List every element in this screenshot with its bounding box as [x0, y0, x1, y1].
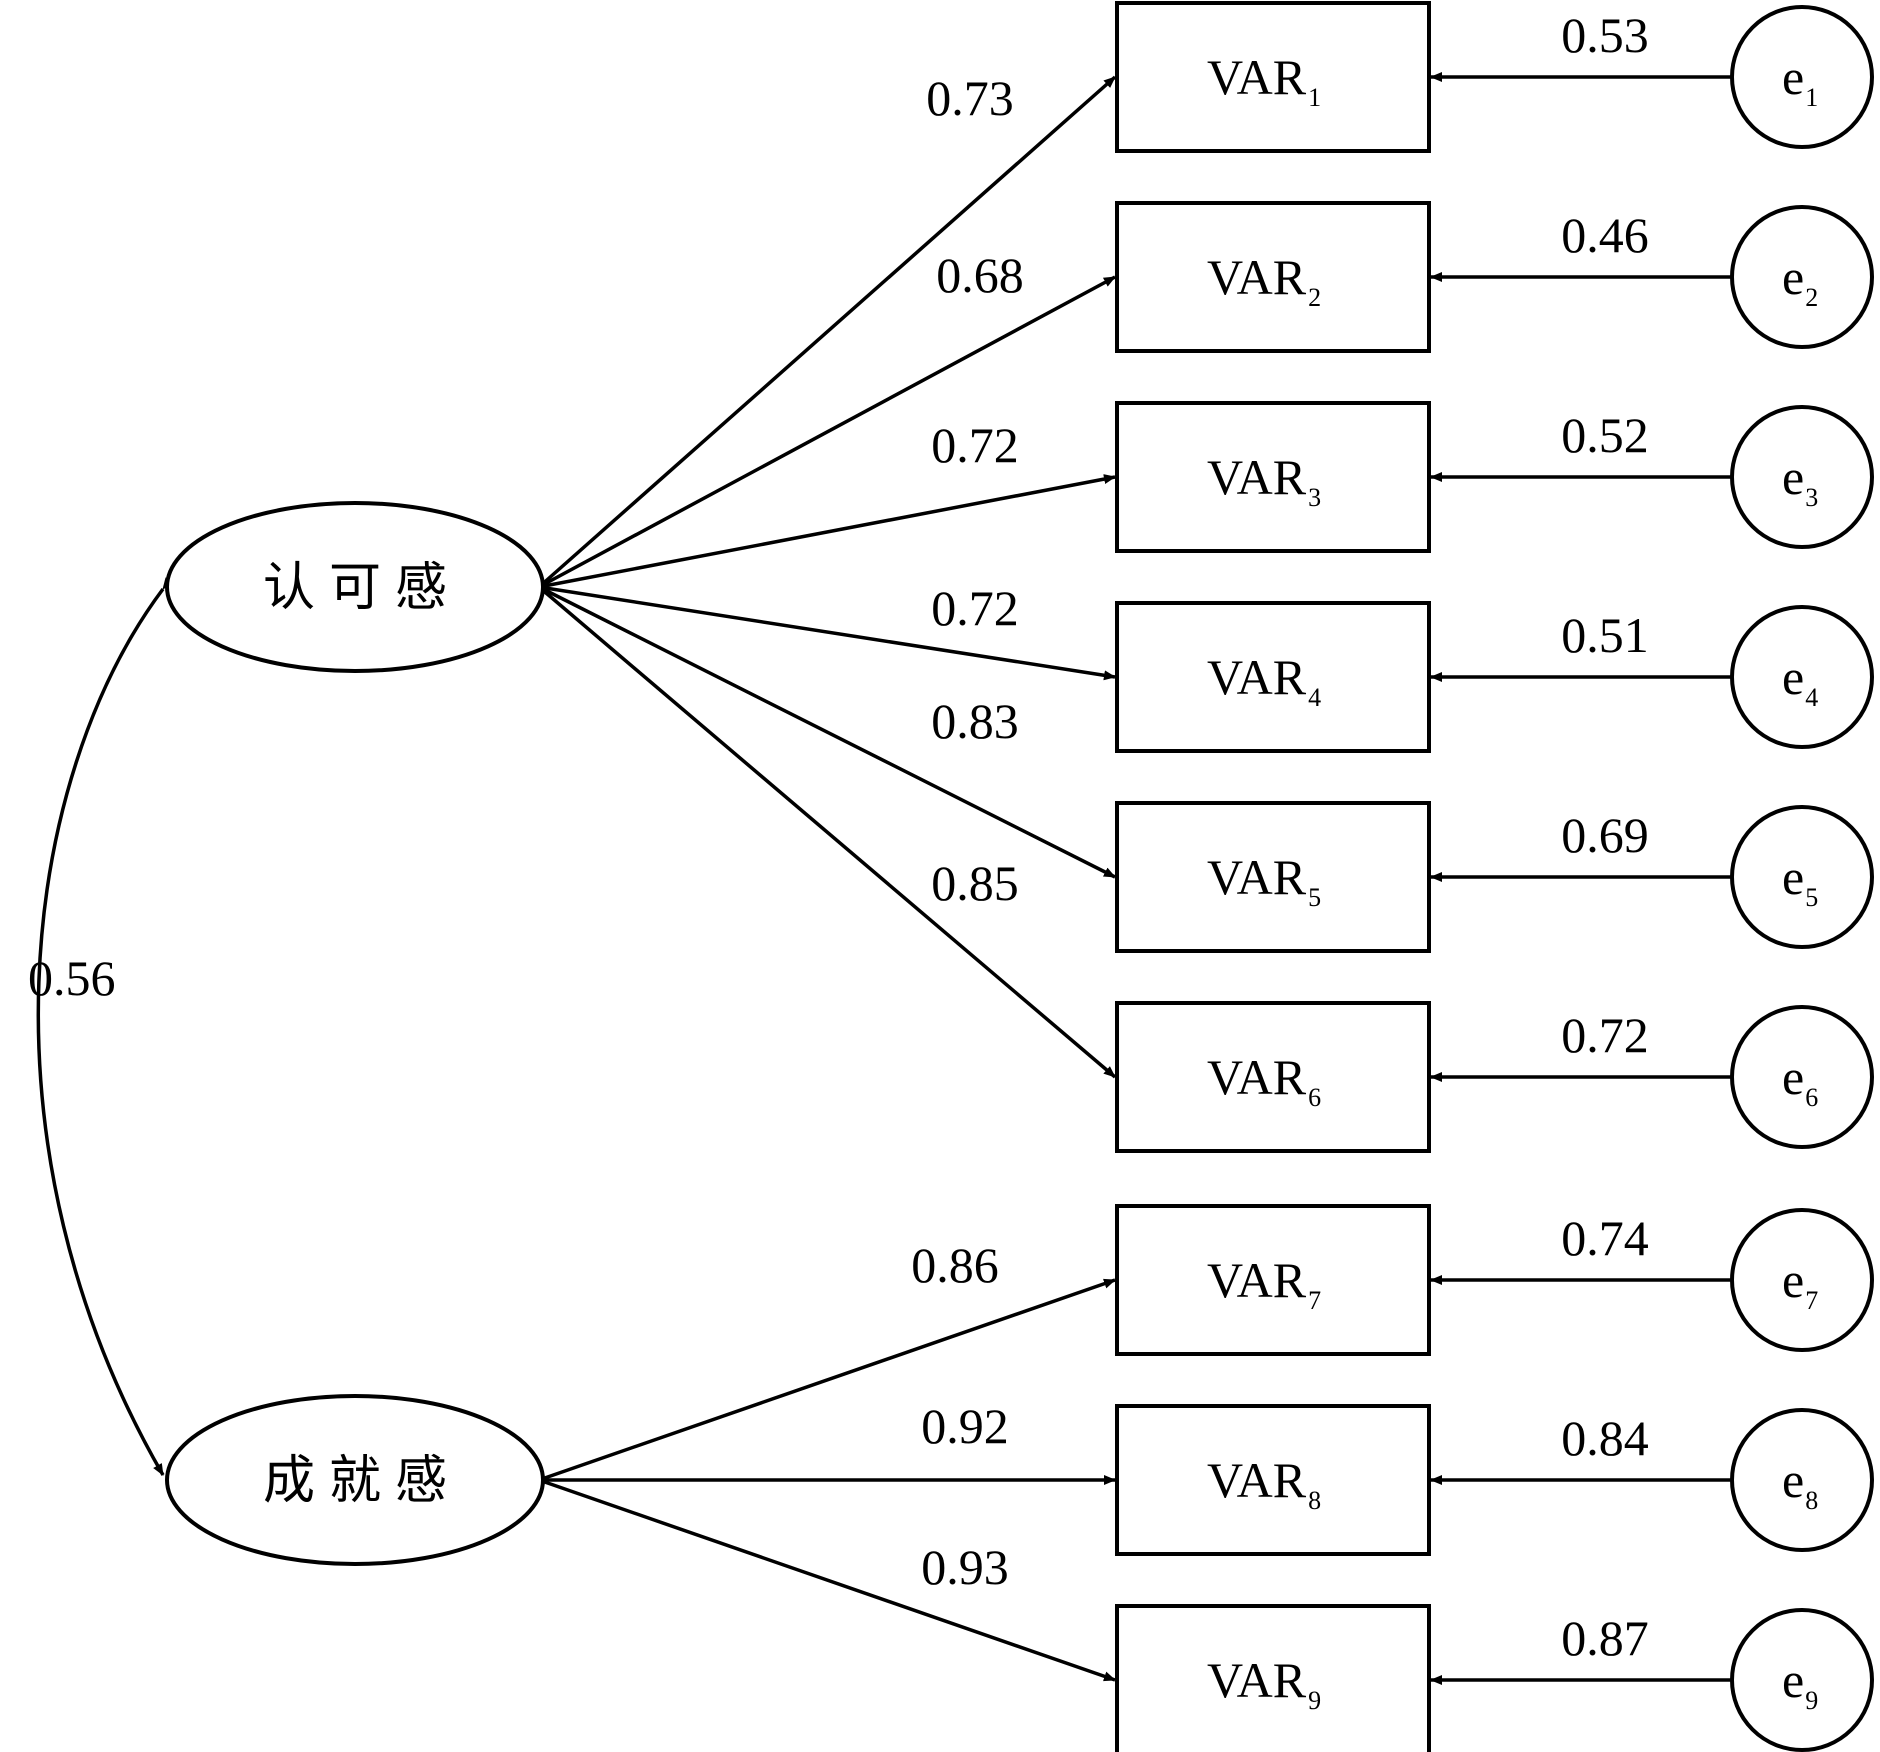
latent-factor: 认可感 [165, 501, 545, 673]
loading-arrow [537, 75, 1117, 589]
error-term: e7 [1730, 1208, 1874, 1352]
indicator-label: VAR8 [1207, 1452, 1321, 1515]
error-circle [1730, 405, 1874, 549]
indicator-box [1115, 1604, 1431, 1752]
loading-label: 0.92 [921, 1398, 1009, 1454]
indicator-label: VAR9 [1207, 1652, 1321, 1715]
indicator-subscript: 9 [1308, 1686, 1321, 1715]
error-value-label: 0.46 [1561, 207, 1649, 263]
indicator-subscript: 8 [1308, 1486, 1321, 1515]
error-term: e9 [1730, 1608, 1874, 1752]
loading-label: 0.68 [936, 247, 1024, 303]
error-value-label: 0.52 [1561, 407, 1649, 463]
indicator-box [1115, 1404, 1431, 1556]
indicator-subscript: 5 [1308, 883, 1321, 912]
error-subscript: 6 [1805, 1083, 1818, 1112]
indicator-label: VAR4 [1207, 649, 1321, 712]
error-term: e1 [1730, 5, 1874, 149]
indicator-box [1115, 601, 1431, 753]
indicator-box [1115, 1001, 1431, 1153]
error-circle [1730, 805, 1874, 949]
loading-label: 0.72 [931, 580, 1019, 636]
error-value-label: 0.53 [1561, 7, 1649, 63]
error-subscript: 9 [1805, 1686, 1818, 1715]
error-circle [1730, 1005, 1874, 1149]
indicator-subscript: 7 [1308, 1286, 1321, 1315]
indicator: VAR4 [1115, 601, 1431, 753]
indicator-label: VAR5 [1207, 849, 1321, 912]
loading-arrow [538, 275, 1116, 589]
correlation-arc [36, 577, 174, 1476]
error-circle [1730, 1208, 1874, 1352]
error-circle [1730, 1608, 1874, 1752]
error-circle [1730, 1408, 1874, 1552]
loading-arrow [538, 585, 1116, 879]
indicator: VAR6 [1115, 1001, 1431, 1153]
error-value-label: 0.51 [1561, 607, 1649, 663]
error-subscript: 2 [1805, 283, 1818, 312]
error-value-label: 0.69 [1561, 807, 1649, 863]
error-circle [1730, 205, 1874, 349]
indicator: VAR7 [1115, 1204, 1431, 1356]
indicator-box [1115, 201, 1431, 353]
error-value-label: 0.74 [1561, 1210, 1649, 1266]
correlation-label: 0.56 [28, 950, 116, 1006]
factor-label: 成就感 [263, 1451, 461, 1511]
indicator-subscript: 4 [1308, 683, 1321, 712]
indicator: VAR8 [1115, 1404, 1431, 1556]
indicator: VAR3 [1115, 401, 1431, 553]
indicator: VAR9 [1115, 1604, 1431, 1752]
loading-arrow [538, 1278, 1116, 1482]
indicator-subscript: 6 [1308, 1083, 1321, 1112]
error-term: e5 [1730, 805, 1874, 949]
loading-label: 0.85 [931, 855, 1019, 911]
error-subscript: 4 [1805, 683, 1818, 712]
indicator-box [1115, 1, 1431, 153]
error-term: e6 [1730, 1005, 1874, 1149]
loading-label: 0.93 [921, 1539, 1009, 1595]
loading-arrow [537, 585, 1117, 1079]
indicator: VAR2 [1115, 201, 1431, 353]
loading-arrow [538, 1478, 1116, 1682]
indicator-label: VAR2 [1207, 249, 1321, 312]
error-circle [1730, 605, 1874, 749]
indicator-subscript: 2 [1308, 283, 1321, 312]
error-value-label: 0.72 [1561, 1007, 1649, 1063]
indicator-subscript: 3 [1308, 483, 1321, 512]
loading-label: 0.72 [931, 417, 1019, 473]
error-subscript: 7 [1805, 1286, 1818, 1315]
indicator-label: VAR3 [1207, 449, 1321, 512]
error-subscript: 1 [1805, 83, 1818, 112]
loading-arrow [538, 585, 1116, 681]
error-subscript: 8 [1805, 1486, 1818, 1515]
indicator-box [1115, 801, 1431, 953]
error-circle [1730, 5, 1874, 149]
error-term: e2 [1730, 205, 1874, 349]
loading-label: 0.86 [911, 1237, 999, 1293]
factor-ellipse [165, 1394, 545, 1566]
indicator-label: VAR6 [1207, 1049, 1321, 1112]
loading-label: 0.83 [931, 693, 1019, 749]
indicator-label: VAR1 [1207, 49, 1321, 112]
error-value-label: 0.84 [1561, 1410, 1649, 1466]
indicator: VAR5 [1115, 801, 1431, 953]
error-subscript: 5 [1805, 883, 1818, 912]
factor-ellipse [165, 501, 545, 673]
latent-factor: 成就感 [165, 1394, 545, 1566]
error-value-label: 0.87 [1561, 1610, 1649, 1666]
indicator-subscript: 1 [1308, 83, 1321, 112]
loading-arrow [538, 474, 1116, 589]
error-term: e4 [1730, 605, 1874, 749]
indicator: VAR1 [1115, 1, 1431, 153]
factor-label: 认可感 [263, 558, 461, 618]
indicator-box [1115, 1204, 1431, 1356]
error-subscript: 3 [1805, 483, 1818, 512]
indicator-label: VAR7 [1207, 1252, 1321, 1315]
error-term: e3 [1730, 405, 1874, 549]
indicator-box [1115, 401, 1431, 553]
error-term: e8 [1730, 1408, 1874, 1552]
loading-label: 0.73 [926, 70, 1014, 126]
